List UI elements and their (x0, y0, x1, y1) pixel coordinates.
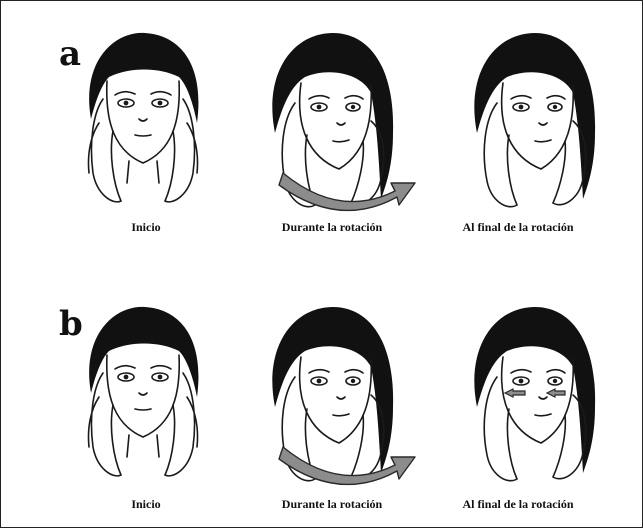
face-turned-with-hands (249, 23, 429, 213)
left-eyebrow (309, 370, 329, 373)
right-eyebrow (547, 370, 565, 373)
face-outline (502, 357, 574, 443)
left-hand (88, 99, 121, 202)
hair (89, 33, 198, 123)
neck-right (157, 435, 159, 457)
nose (539, 397, 547, 399)
hair (272, 307, 393, 473)
neck-right (157, 161, 159, 183)
nose-arrow-left (505, 389, 525, 397)
face-turned-with-hands (451, 297, 611, 487)
mouth (535, 414, 551, 416)
illustration-b-start (63, 297, 223, 492)
left-hand (88, 373, 121, 476)
mouth (535, 140, 551, 142)
nose (539, 123, 547, 125)
face-turned-with-hands (451, 23, 611, 213)
mouth (333, 140, 349, 142)
left-eyebrow (115, 366, 135, 369)
face-outline (502, 83, 574, 169)
caption-a-start: Inicio (51, 220, 241, 235)
right-eyebrow (345, 370, 363, 373)
caption-b-end: Al final de la rotación (423, 497, 613, 512)
hair (474, 307, 595, 473)
neck-left (127, 435, 129, 457)
nose (337, 123, 345, 125)
nose-arrow-right (547, 389, 565, 397)
caption-b-start: Inicio (51, 497, 241, 512)
illustration-a-end (451, 23, 611, 218)
right-eyebrow (151, 366, 171, 369)
right-eyebrow (151, 92, 171, 95)
right-eyebrow (547, 96, 565, 99)
nose (139, 119, 147, 121)
right-hand (165, 99, 198, 202)
left-eyebrow (511, 96, 531, 99)
mouth (135, 135, 151, 136)
caption-a-end: Al final de la rotación (423, 220, 613, 235)
hair (474, 33, 595, 199)
rotation-arrow (279, 447, 415, 484)
right-eyebrow (345, 96, 363, 99)
left-eyebrow (511, 370, 531, 373)
hair (272, 33, 393, 199)
illustration-b-during (249, 297, 429, 492)
face-front-with-hands (63, 297, 223, 487)
hair (89, 307, 198, 397)
face-turned-with-hands (249, 297, 429, 487)
nose (139, 393, 147, 395)
caption-a-during: Durante la rotación (237, 220, 427, 235)
illustration-b-end (451, 297, 611, 492)
right-hand (165, 373, 198, 476)
face-outline (300, 83, 372, 169)
illustration-a-during (249, 23, 429, 218)
mouth (333, 414, 349, 416)
mouth (135, 409, 151, 410)
left-hand (484, 103, 517, 207)
face-front-with-hands (63, 23, 223, 213)
face-outline (300, 357, 372, 443)
left-eyebrow (309, 96, 329, 99)
left-eyebrow (115, 92, 135, 95)
caption-b-during: Durante la rotación (237, 497, 427, 512)
nose (337, 397, 345, 399)
illustration-a-start (63, 23, 223, 218)
neck-left (127, 161, 129, 183)
rotation-arrow (279, 173, 415, 210)
